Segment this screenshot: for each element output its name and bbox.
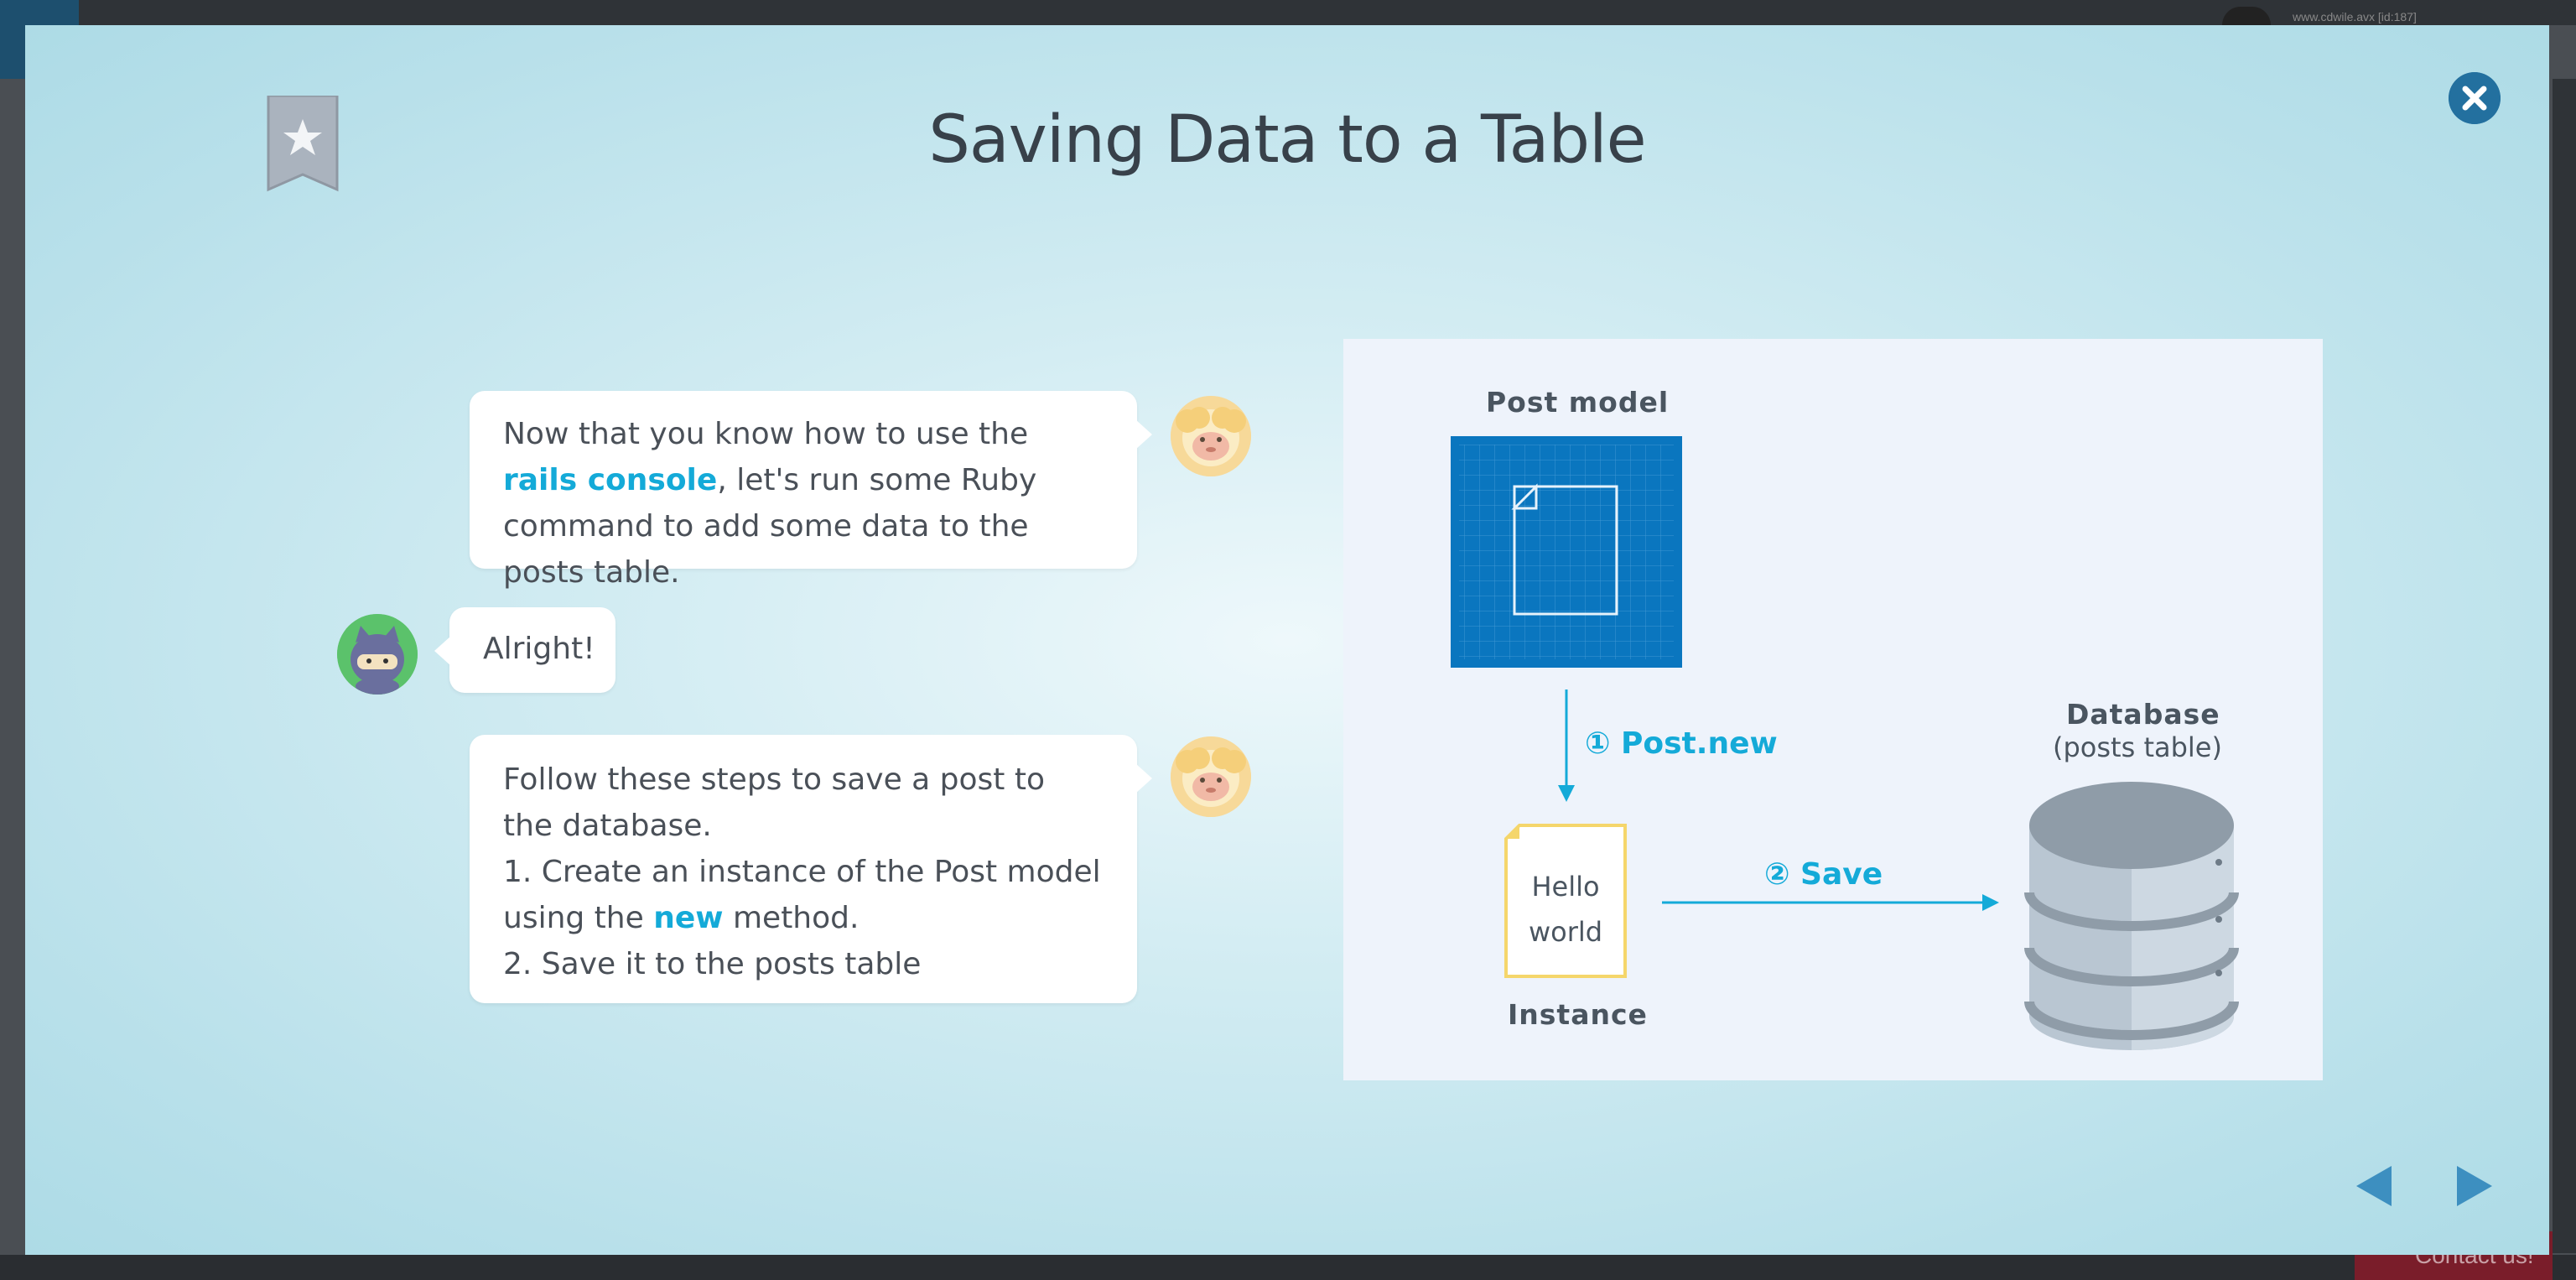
instance-document-icon xyxy=(1504,824,1627,978)
previous-slide-icon[interactable] xyxy=(2353,1164,2395,1208)
database-icon xyxy=(2024,782,2239,1050)
step-1-post: method. xyxy=(723,901,860,935)
instance-text-line1: Hello xyxy=(1531,871,1600,903)
slide-modal: Saving Data to a Table Now that you know… xyxy=(25,25,2549,1255)
background-topbar xyxy=(0,0,2576,25)
blueprint-icon xyxy=(1451,436,1682,668)
diagram-graphics xyxy=(1451,436,2239,1050)
arrow-down-icon xyxy=(1558,689,1575,802)
background-footer xyxy=(0,1255,2576,1280)
instance-text-line2: world xyxy=(1528,916,1603,948)
step-1-label: ① Post.new xyxy=(1585,726,1778,761)
step-intro-text: Follow these steps to save a post to the… xyxy=(503,762,1045,843)
close-icon[interactable] xyxy=(2449,72,2501,124)
database-sublabel: (posts table) xyxy=(2053,731,2222,763)
bubble-text: Alright! xyxy=(483,632,595,666)
instance-label: Instance xyxy=(1508,998,1648,1031)
speech-bubble-reply: Alright! xyxy=(434,607,615,693)
speech-bubble-steps: Follow these steps to save a post to the… xyxy=(470,735,1152,1003)
background-scrollbar xyxy=(2553,79,2576,1253)
step-1-pre: 1. Create an instance of the Post model … xyxy=(503,855,1101,935)
post-model-label: Post model xyxy=(1486,386,1670,419)
step-2-label: ② Save xyxy=(1764,857,1883,892)
sheep-avatar-icon xyxy=(1171,396,1251,476)
bubble-text: , let's run some Ruby command to add som… xyxy=(503,463,1037,590)
new-method-highlight: new xyxy=(653,901,724,935)
rails-console-highlight: rails console xyxy=(503,463,718,497)
bookmark-star-icon[interactable] xyxy=(267,96,339,193)
step-1-text: 1. Create an instance of the Post model … xyxy=(503,849,1104,941)
ninja-cat-avatar-icon xyxy=(337,614,418,695)
arrow-right-icon xyxy=(1662,894,1999,911)
step-2-text: 2. Save it to the posts table xyxy=(503,947,922,981)
speech-bubble-intro: Now that you know how to use the rails c… xyxy=(470,391,1152,590)
database-label: Database xyxy=(2066,698,2220,731)
bubble-text: Now that you know how to use the xyxy=(503,417,1029,451)
sheep-avatar-icon xyxy=(1171,736,1251,817)
slide-title: Saving Data to a Table xyxy=(928,102,1646,178)
diagram-panel: Post model ① Post.new Hello world Instan… xyxy=(1343,339,2323,1080)
next-slide-icon[interactable] xyxy=(2454,1164,2496,1208)
user-info-text: www.cdwile.avx [id:187] xyxy=(2293,10,2417,23)
user-avatar xyxy=(2222,7,2271,25)
instance-text: Hello world xyxy=(1506,864,1625,955)
